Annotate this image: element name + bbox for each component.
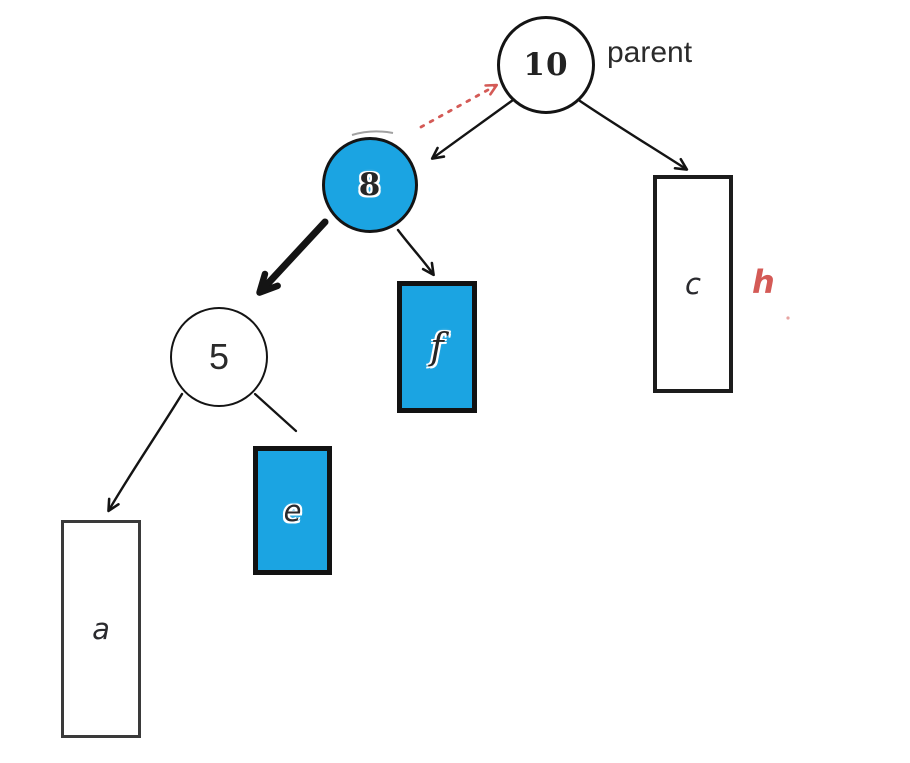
- node-e-label: e: [283, 493, 302, 528]
- tree-node-5[interactable]: 5: [170, 307, 268, 407]
- tree-node-e[interactable]: e: [253, 446, 332, 575]
- edge-8-to-f: [396, 228, 435, 277]
- tree-node-c[interactable]: c: [653, 175, 733, 393]
- parent-annotation: parent: [607, 36, 693, 69]
- node-10-label: 10: [523, 47, 569, 83]
- node-f-label: f: [430, 326, 444, 368]
- tree-node-8[interactable]: 8: [322, 137, 418, 233]
- edge-5-to-a: [107, 392, 184, 513]
- tree-node-f[interactable]: f: [397, 281, 477, 413]
- edge-5-to-e: [253, 392, 298, 433]
- stray-pen-mark: [351, 130, 394, 136]
- edge-8-to-5-thick: [256, 218, 329, 296]
- red-speck: [786, 316, 790, 320]
- tree-node-10[interactable]: 10: [497, 16, 595, 114]
- tree-node-a[interactable]: a: [61, 520, 141, 738]
- node-8-label: 8: [358, 167, 382, 203]
- node-a-label: a: [92, 612, 110, 646]
- edge-10-to-8: [430, 98, 515, 160]
- node-5-label: 5: [208, 336, 230, 377]
- edge-red-dotted-to-10: [419, 83, 499, 129]
- edge-10-to-c: [578, 99, 689, 171]
- node-c-label: c: [685, 267, 701, 301]
- h-annotation: h: [752, 263, 775, 301]
